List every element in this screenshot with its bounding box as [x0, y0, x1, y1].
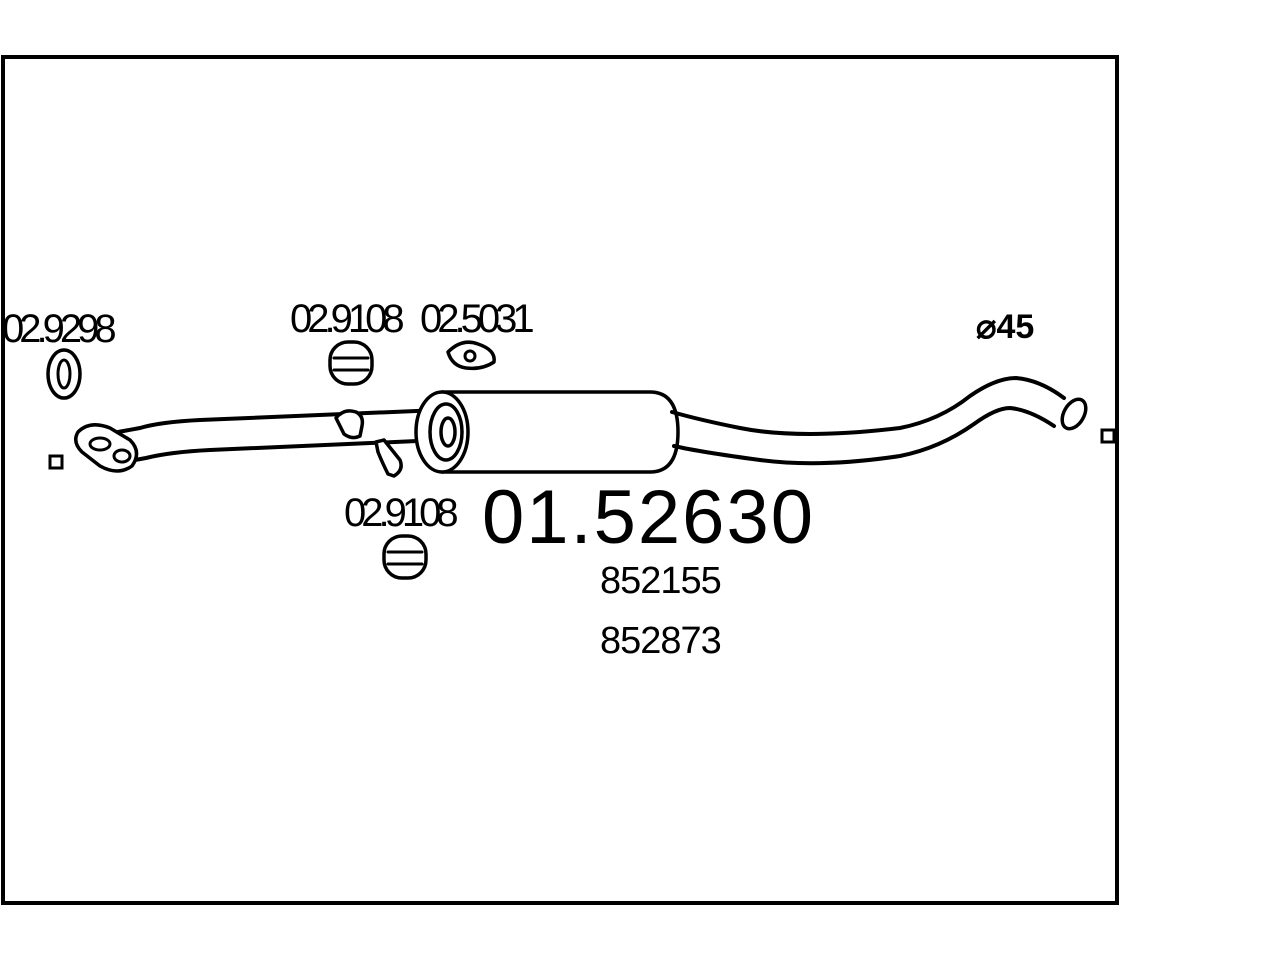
- clamp-front-label: 02.9298: [2, 307, 115, 351]
- hanger-bottom-label: 02.9108: [344, 491, 457, 535]
- diagram-frame: [1, 55, 1119, 905]
- front-pipe: [116, 408, 442, 464]
- oe-number-1: 852155: [600, 560, 721, 602]
- front-flange: [74, 423, 139, 473]
- rubber-hanger-top: [328, 340, 374, 386]
- oe-number-2: 852873: [600, 620, 721, 662]
- bracket-top-label: 02.5031: [420, 297, 533, 341]
- hanger-top-label: 02.9108: [290, 297, 403, 341]
- main-part-number: 01.52630: [482, 475, 815, 560]
- rear-end-marker: [1100, 428, 1116, 444]
- muffler: [414, 390, 680, 474]
- pipe-diameter-label: ⌀45: [976, 308, 1034, 346]
- pipe-hanger-bracket: [334, 409, 403, 478]
- bracket-top: [446, 340, 496, 371]
- rubber-hanger-bottom: [382, 534, 428, 580]
- rear-pipe: [670, 376, 1088, 466]
- front-end-marker: [48, 454, 64, 470]
- clamp-ring: [46, 348, 82, 400]
